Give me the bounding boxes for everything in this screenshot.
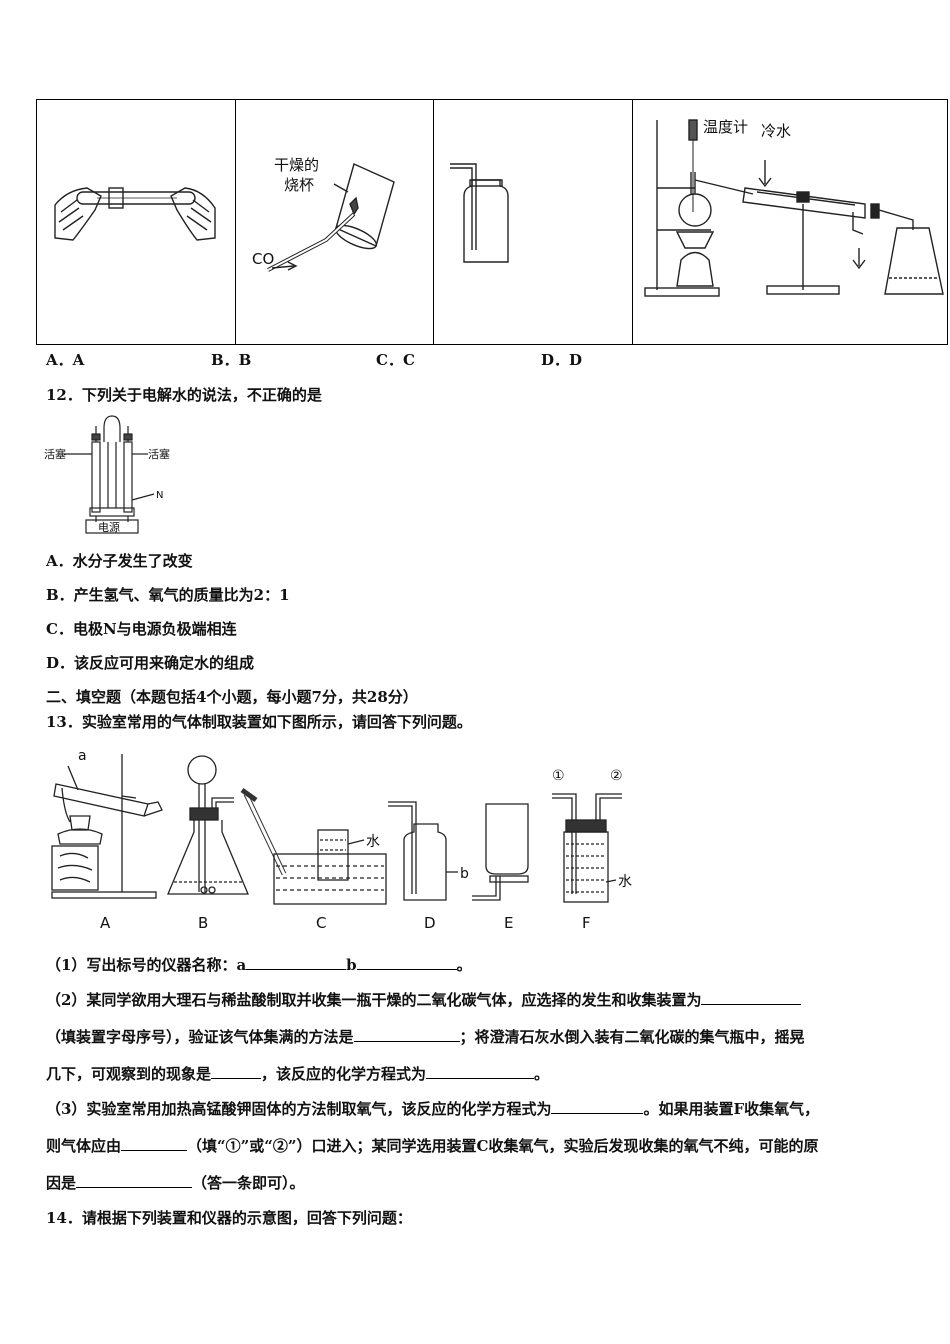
q11-cell-d: 温度计 冷水 — [633, 100, 949, 344]
q11-cell-b: 干燥的 烧杯 CO — [236, 100, 434, 344]
test-tube-heating-figure — [54, 187, 216, 241]
q13-part3-line1: （3）实验室常用加热高锰酸钾固体的方法制取氧气，该反应的化学方程式为 。如果用装置… — [46, 1099, 819, 1119]
apparatus-label-f: F — [582, 914, 591, 932]
q13-part3-line3-text-a: 因是 — [46, 1174, 77, 1192]
q13-part1-end: 。 — [456, 956, 472, 974]
q13-part2-line2-text-a: （填装置字母序号），验证该气体集满的方法是 — [46, 1028, 354, 1046]
apparatus-a-label-a: a — [78, 748, 87, 764]
blank-a[interactable] — [246, 955, 347, 970]
q11-option-d[interactable]: D．D — [541, 351, 583, 369]
q13-part1-text-b: b — [346, 956, 357, 974]
q13-part3-line2: 则气体应由 （填“①”或“②”）口进入；某同学选用装置C收集氧气，实验后发现收集的… — [46, 1136, 818, 1156]
q14-stem: 14．请根据下列装置和仪器的示意图，回答下列问题： — [46, 1209, 412, 1227]
q13-part2-line2-text-b: ；将澄清石灰水倒入装有二氧化碳的集气瓶中，摇晃 — [459, 1028, 805, 1046]
blank-equation-co2[interactable] — [426, 1064, 535, 1079]
q13-stem: 13．实验室常用的气体制取装置如下图所示，请回答下列问题。 — [46, 713, 472, 731]
apparatus-c-water-label: 水 — [366, 834, 380, 850]
q13-part2-line3-end: 。 — [534, 1065, 550, 1083]
q11-cell-a — [37, 100, 236, 344]
q13-part3-line3-text-b: （答一条即可）。 — [192, 1174, 305, 1192]
q12-stem: 12．下列关于电解水的说法，不正确的是 — [46, 386, 322, 404]
apparatus-f-water-label: 水 — [618, 874, 632, 890]
distillation-apparatus-figure: 温度计 冷水 — [644, 118, 944, 297]
q13-apparatus-figure: a b 水 水 ① ② A B C D E F — [51, 748, 632, 932]
blank-apparatus[interactable] — [701, 990, 802, 1005]
co-label: CO — [252, 250, 274, 268]
q11-option-c[interactable]: C．C — [376, 351, 415, 369]
blank-phenomenon[interactable] — [211, 1064, 262, 1079]
q13-part3-line2-text-a: 则气体应由 — [46, 1137, 122, 1155]
apparatus-label-b: B — [198, 914, 208, 932]
q12-option-a[interactable]: A．水分子发生了改变 — [46, 552, 193, 570]
gas-washing-bottle-figure — [450, 163, 509, 263]
blank-reason[interactable] — [76, 1173, 193, 1188]
dry-beaker-label-line1: 干燥的 — [274, 156, 319, 174]
q12-option-d[interactable]: D．该反应可用来确定水的组成 — [46, 654, 255, 672]
q13-part1-text-a: （1）写出标号的仪器名称：a — [46, 956, 247, 974]
water-electrolysis-figure: 活塞 活塞 N 电源 — [44, 415, 170, 534]
q13-part2-line1: （2）某同学欲用大理石与稀盐酸制取并收集一瓶干燥的二氧化碳气体，应选择的发生和收… — [46, 990, 802, 1010]
q11-option-a[interactable]: A．A — [46, 351, 85, 369]
section2-heading: 二、填空题（本题包括4个小题，每小题7分，共28分） — [46, 688, 418, 706]
apparatus-d-label-b: b — [460, 866, 469, 882]
port-1-label: ① — [552, 768, 565, 784]
q11-figure-grid: 干燥的 烧杯 CO — [36, 99, 948, 345]
thermometer-label: 温度计 — [703, 118, 748, 136]
blank-full-check[interactable] — [353, 1027, 460, 1042]
q13-part3-line3: 因是 （答一条即可）。 — [46, 1173, 305, 1193]
q12-option-b[interactable]: B．产生氢气、氧气的质量比为2：1 — [46, 586, 290, 604]
apparatus-label-d: D — [424, 914, 436, 932]
q11-cell-c — [434, 100, 633, 344]
q13-part2-line1-text: （2）某同学欲用大理石与稀盐酸制取并收集一瓶干燥的二氧化碳气体，应选择的发生和收… — [46, 991, 702, 1009]
q13-part1: （1）写出标号的仪器名称：a b 。 — [46, 955, 472, 975]
apparatus-label-e: E — [504, 914, 513, 932]
electrode-n-label: N — [156, 490, 163, 501]
power-supply-label: 电源 — [98, 520, 120, 534]
dry-beaker-label-line2: 烧杯 — [284, 176, 314, 194]
blank-b[interactable] — [356, 955, 457, 970]
port-2-label: ② — [610, 768, 623, 784]
q12-option-c[interactable]: C．电极N与电源负极端相连 — [46, 620, 237, 638]
q13-part3-line1-text-b: 。如果用装置F收集氧气， — [643, 1100, 820, 1118]
q13-part2-line2: （填装置字母序号），验证该气体集满的方法是 ；将澄清石灰水倒入装有二氧化碳的集气瓶… — [46, 1027, 805, 1047]
q13-part3-line1-text-a: （3）实验室常用加热高锰酸钾固体的方法制取氧气，该反应的化学方程式为 — [46, 1100, 552, 1118]
blank-equation-o2[interactable] — [551, 1099, 644, 1114]
blank-port[interactable] — [121, 1136, 188, 1151]
apparatus-label-c: C — [316, 914, 326, 932]
q13-part2-line3-text-b: ，该反应的化学方程式为 — [261, 1065, 427, 1083]
q11-option-b[interactable]: B．B — [211, 351, 252, 369]
cold-water-label: 冷水 — [761, 122, 791, 140]
q13-part3-line2-text-b: （填“①”或“②”）口进入；某同学选用装置C收集氧气，实验后发现收集的氧气不纯，… — [187, 1137, 819, 1155]
co-burning-beaker-figure: 干燥的 烧杯 CO — [252, 156, 395, 272]
apparatus-label-a: A — [100, 914, 111, 932]
q13-part2-line3-text-a: 几下，可观察到的现象是 — [46, 1065, 212, 1083]
left-valve-label: 活塞 — [44, 447, 66, 461]
q13-part2-line3: 几下，可观察到的现象是 ，该反应的化学方程式为 。 — [46, 1064, 549, 1084]
right-valve-label: 活塞 — [148, 447, 170, 461]
